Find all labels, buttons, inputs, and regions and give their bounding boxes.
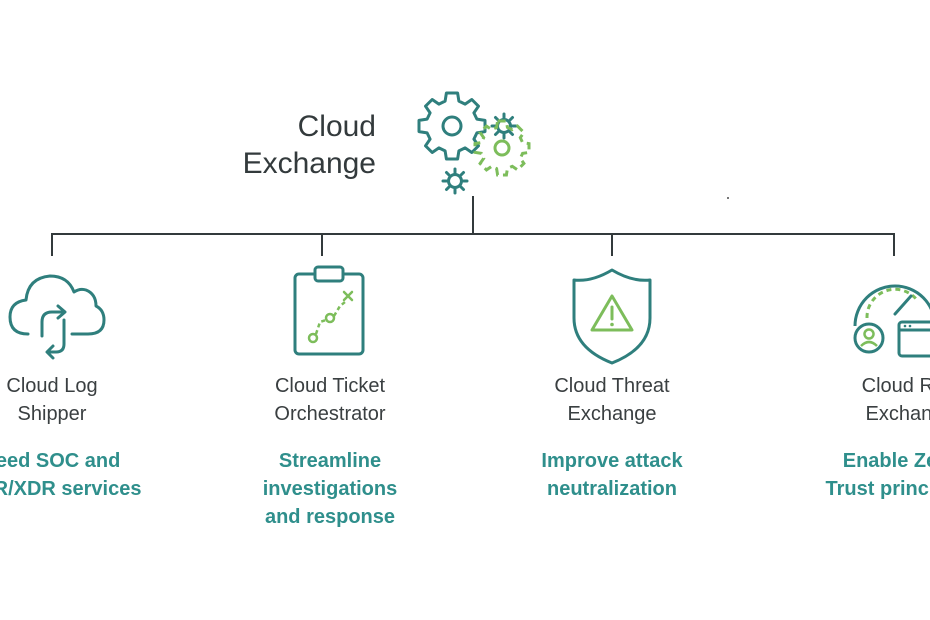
module-title-log-shipper: Cloud Log Shipper (0, 372, 182, 428)
module-title-risk-exchange: Cloud Risk Exchange (780, 372, 930, 428)
module-title-line: Cloud Threat (554, 375, 670, 397)
root-title-line: Cloud (297, 110, 376, 143)
module-desc-log-shipper: Feed SOC and MDR/XDR services (0, 447, 182, 503)
module-desc-line: Enable Zero (842, 450, 930, 472)
module-desc-line: and response (264, 506, 396, 528)
gears-icon (417, 91, 531, 195)
module-title-ticket-orchestrator: Cloud Ticket Orchestrator (200, 372, 460, 428)
module-title-line: Shipper (17, 403, 87, 425)
module-title-line: Exchange (567, 403, 657, 425)
module-desc-line: investigations (262, 478, 398, 500)
shield-warning-icon (572, 268, 652, 365)
root-title: Cloud Exchange (160, 108, 376, 182)
module-title-line: Exchange (865, 403, 930, 425)
module-desc-line: Trust principles (825, 478, 930, 500)
module-title-line: Cloud Ticket (274, 375, 386, 397)
stray-mark (727, 197, 729, 199)
risk-gauge-icon (853, 284, 930, 358)
clipboard-workflow-icon (293, 265, 365, 356)
root-title-line: Exchange (242, 147, 376, 180)
module-desc-ticket-orchestrator: Streamline investigations and response (200, 447, 460, 531)
module-desc-line: Improve attack (541, 450, 683, 472)
module-desc-threat-exchange: Improve attack neutralization (482, 447, 742, 503)
module-desc-line: Streamline (278, 450, 382, 472)
module-title-line: Cloud Risk (861, 375, 930, 397)
module-desc-line: Feed SOC and (0, 450, 121, 472)
module-desc-line: MDR/XDR services (0, 478, 142, 500)
module-desc-line: neutralization (546, 478, 677, 500)
module-title-line: Cloud Log (6, 375, 98, 397)
cloud-sync-icon (8, 274, 106, 360)
module-title-line: Orchestrator (274, 403, 386, 425)
module-title-threat-exchange: Cloud Threat Exchange (482, 372, 742, 428)
module-desc-risk-exchange: Enable Zero Trust principles (770, 447, 930, 503)
